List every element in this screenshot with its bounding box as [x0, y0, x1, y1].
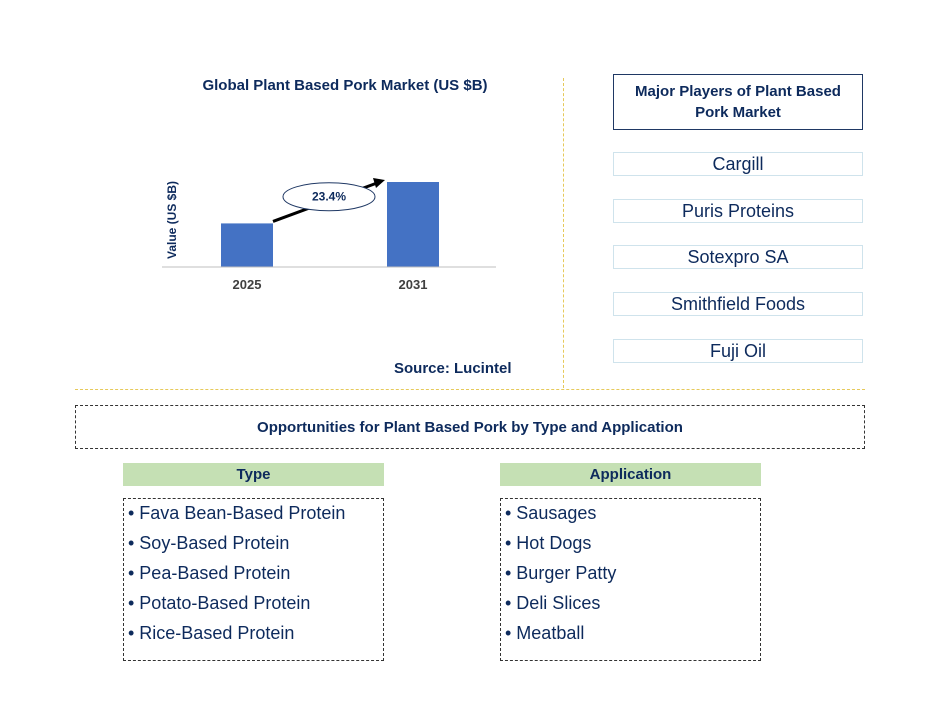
- player-item: Sotexpro SA: [613, 245, 863, 269]
- type-item: • Potato-Based Protein: [128, 593, 311, 613]
- application-item: • Hot Dogs: [505, 533, 592, 553]
- players-title: Major Players of Plant Based Pork Market: [613, 74, 863, 130]
- type-list: • Fava Bean-Based Protein • Soy-Based Pr…: [123, 498, 384, 661]
- application-list: • Sausages • Hot Dogs • Burger Patty • D…: [500, 498, 761, 661]
- type-header: Type: [123, 463, 384, 486]
- player-item: Smithfield Foods: [613, 292, 863, 316]
- source-label: Source: Lucintel: [394, 360, 512, 377]
- horizontal-divider: [75, 389, 865, 390]
- type-item: • Fava Bean-Based Protein: [128, 503, 346, 523]
- arrow-head: [373, 178, 385, 188]
- growth-ellipse: [282, 182, 376, 212]
- application-item: • Meatball: [505, 623, 585, 643]
- type-item: • Rice-Based Protein: [128, 623, 295, 643]
- type-item: • Pea-Based Protein: [128, 563, 291, 583]
- application-item: • Sausages: [505, 503, 597, 523]
- opportunities-title: Opportunities for Plant Based Pork by Ty…: [75, 405, 865, 449]
- y-axis-label: Value (US $B): [165, 181, 179, 259]
- application-item: • Burger Patty: [505, 563, 617, 583]
- type-item: • Soy-Based Protein: [128, 533, 290, 553]
- bar: [221, 223, 273, 267]
- growth-label: 23.4%: [312, 190, 346, 204]
- player-item: Fuji Oil: [613, 339, 863, 363]
- application-item: • Deli Slices: [505, 593, 601, 613]
- player-item: Cargill: [613, 152, 863, 176]
- x-tick-label: 2025: [233, 277, 262, 292]
- application-header: Application: [500, 463, 761, 486]
- x-tick-label: 2031: [399, 277, 428, 292]
- bar-chart: Value (US $B) 2025 2031 23.4%: [162, 178, 496, 292]
- bar: [387, 182, 439, 267]
- vertical-divider: [563, 78, 564, 388]
- chart-title: Global Plant Based Pork Market (US $B): [202, 77, 488, 94]
- player-item: Puris Proteins: [613, 199, 863, 223]
